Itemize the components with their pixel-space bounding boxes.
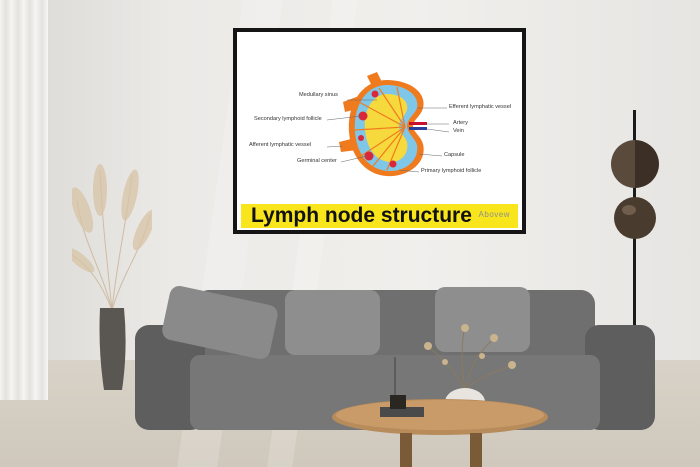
- label-artery: Artery: [453, 120, 468, 126]
- poster-title: Lymph node structure: [251, 204, 472, 227]
- poster: Medullary sinus Secondary lymphoid folli…: [237, 32, 522, 230]
- picture-frame: Medullary sinus Secondary lymphoid folli…: [233, 28, 526, 234]
- label-afferent-lymphatic-vessel: Afferent lymphatic vessel: [249, 142, 312, 148]
- title-banner: Lymph node structure Abovew: [241, 204, 518, 228]
- label-efferent-lymphatic-vessel: Efferent lymphatic vessel: [449, 104, 512, 110]
- curtain: [0, 0, 48, 400]
- label-medullary-sinus: Medullary sinus: [299, 92, 338, 98]
- label-primary-lymphoid-follicle: Primary lymphoid follicle: [421, 168, 482, 174]
- floor-lamp: [611, 110, 659, 360]
- coffee-table: [332, 395, 548, 467]
- label-vein: Vein: [453, 128, 464, 134]
- watermark: Abovew: [478, 210, 510, 219]
- label-germinal-center: Germinal center: [297, 158, 337, 164]
- label-secondary-lymphoid-follicle: Secondary lymphoid follicle: [254, 116, 322, 122]
- pampas-vase: [72, 164, 152, 390]
- lymph-node-diagram: [326, 72, 450, 177]
- label-capsule: Capsule: [444, 152, 465, 158]
